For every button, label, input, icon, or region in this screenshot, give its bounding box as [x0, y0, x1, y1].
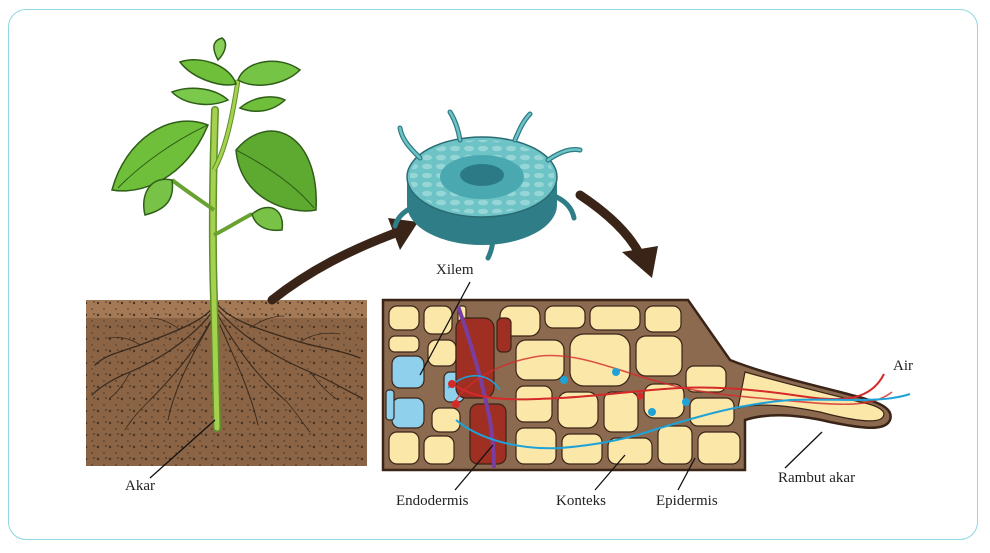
label-epidermis: Epidermis [656, 493, 718, 510]
root-cross-section-disc [395, 112, 580, 258]
label-konteks: Konteks [556, 493, 606, 510]
label-akar: Akar [125, 478, 155, 495]
arrow-to-cross-section [272, 218, 418, 300]
arrow-to-root-detail [580, 195, 658, 278]
root-tissue-detail [383, 300, 910, 470]
label-rambut-akar: Rambut akar [778, 470, 855, 487]
label-xilem: Xilem [436, 262, 474, 279]
label-air: Air [893, 358, 913, 375]
label-endodermis: Endodermis [396, 493, 469, 510]
soil-block [86, 300, 367, 466]
